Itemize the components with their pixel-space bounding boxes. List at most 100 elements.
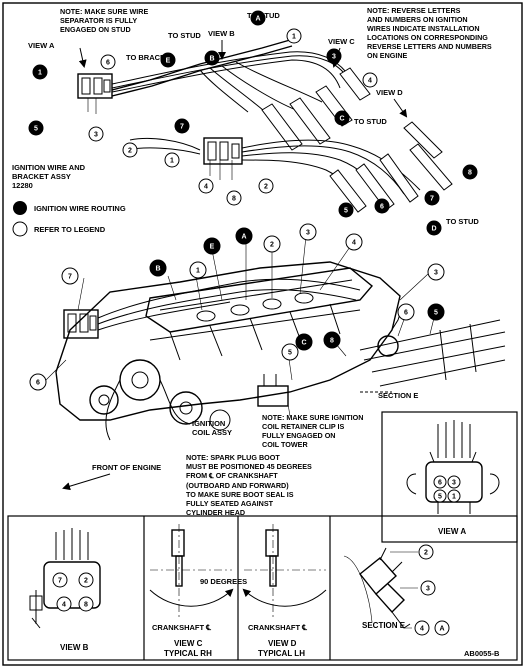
callout-marker xyxy=(338,202,354,218)
svg-text:COIL RETAINER CLIP IS: COIL RETAINER CLIP IS xyxy=(262,422,344,431)
svg-text:NOTE: REVERSE LETTERS: NOTE: REVERSE LETTERS xyxy=(367,6,461,15)
callout-label: 5 xyxy=(34,126,38,133)
view-d-label: VIEW D xyxy=(376,88,403,97)
legend-routing-icon xyxy=(13,201,27,215)
callout-marker xyxy=(427,263,445,281)
callout-label: 1 xyxy=(292,34,296,41)
callout-label: 3 xyxy=(306,230,310,237)
section-e-caption: SECTION E xyxy=(362,621,406,630)
callout-label: 3 xyxy=(332,54,336,61)
callout-label: 4 xyxy=(352,240,356,247)
view-b-label: VIEW B xyxy=(208,29,235,38)
svg-text:BRACKET ASSY: BRACKET ASSY xyxy=(12,172,71,181)
callout-marker xyxy=(226,190,242,206)
callout-label: 6 xyxy=(36,380,40,387)
view-d-caption: TYPICAL LH xyxy=(258,649,305,658)
callout-label: 1 xyxy=(452,494,456,501)
callout-marker xyxy=(88,126,104,142)
callout-marker xyxy=(462,164,478,180)
callout-label: B xyxy=(155,266,160,273)
callout-marker xyxy=(286,28,302,44)
callout-marker xyxy=(295,333,313,351)
coil-assy-label: COIL ASSY xyxy=(192,428,232,437)
callout-label: 4 xyxy=(368,78,372,85)
svg-text:AND NUMBERS ON IGNITION: AND NUMBERS ON IGNITION xyxy=(367,15,468,24)
view-a-label: VIEW A xyxy=(28,41,55,50)
svg-text:12280: 12280 xyxy=(12,181,33,190)
callout-label: 5 xyxy=(438,494,442,501)
svg-text:REVERSE LETTERS AND NUMBERS: REVERSE LETTERS AND NUMBERS xyxy=(367,42,492,51)
engine-drawing: SECTION E IGNITION COIL ASSY xyxy=(45,235,506,441)
section-e-label: SECTION E xyxy=(378,391,418,400)
callout-marker xyxy=(61,267,79,285)
svg-text:IGNITION WIRE AND: IGNITION WIRE AND xyxy=(12,163,86,172)
callout-marker xyxy=(326,48,342,64)
callout-marker xyxy=(426,220,442,236)
callout-label: C xyxy=(301,340,306,347)
callout-marker xyxy=(203,237,221,255)
callout-label: 3 xyxy=(94,132,98,139)
wire-assy-label: IGNITION WIRE AND BRACKET ASSY 12280 xyxy=(12,163,86,190)
callout-marker xyxy=(434,620,450,636)
callout-marker xyxy=(78,572,94,588)
view-c-inset: CRANKSHAFT ℄ VIEW C TYPICAL RH xyxy=(149,524,234,658)
callout-marker xyxy=(374,198,390,214)
callout-label: 2 xyxy=(128,148,132,155)
callout-label: 8 xyxy=(232,196,236,203)
svg-text:ENGAGED ON STUD: ENGAGED ON STUD xyxy=(60,25,131,34)
callout-label: E xyxy=(166,58,171,65)
svg-text:TO MAKE SURE BOOT SEAL IS: TO MAKE SURE BOOT SEAL IS xyxy=(186,490,294,499)
note-spark-plug-boot: NOTE: SPARK PLUG BOOT MUST BE POSITIONED… xyxy=(186,453,312,517)
callout-label: A xyxy=(439,626,444,633)
view-c-label: VIEW C xyxy=(328,37,355,46)
callout-label: 1 xyxy=(170,158,174,165)
view-a-caption: VIEW A xyxy=(438,527,466,536)
callout-label: 1 xyxy=(196,268,200,275)
to-brace-label: TO BRACE xyxy=(126,53,165,62)
to-stud-label: TO STUD xyxy=(168,31,201,40)
callout-marker xyxy=(100,54,116,70)
coil-assy-label: IGNITION xyxy=(192,419,225,428)
callout-marker xyxy=(433,489,447,503)
svg-text:NOTE: MAKE SURE IGNITION: NOTE: MAKE SURE IGNITION xyxy=(262,413,363,422)
callout-marker xyxy=(418,544,434,560)
callout-marker xyxy=(56,596,72,612)
callout-marker xyxy=(122,142,138,158)
callout-label: 4 xyxy=(420,626,424,633)
callout-marker xyxy=(334,110,350,126)
callout-label: 4 xyxy=(204,184,208,191)
crankshaft-label: CRANKSHAFT ℄ xyxy=(248,623,308,632)
legend: IGNITION WIRE ROUTING REFER TO LEGEND xyxy=(12,201,126,237)
svg-text:FROM ℄ OF CRANKSHAFT: FROM ℄ OF CRANKSHAFT xyxy=(186,471,278,480)
callout-label: 2 xyxy=(264,184,268,191)
svg-text:MUST BE POSITIONED 45 DEGREES: MUST BE POSITIONED 45 DEGREES xyxy=(186,462,312,471)
callout-marker xyxy=(78,596,94,612)
view-d-inset: CRANKSHAFT ℄ VIEW D TYPICAL LH xyxy=(242,524,327,658)
to-stud-label: TO STUD xyxy=(354,117,387,126)
callout-marker xyxy=(424,190,440,206)
callout-marker xyxy=(362,72,378,88)
callout-label: D xyxy=(431,226,436,233)
callout-marker xyxy=(32,64,48,80)
svg-text:NOTE: SPARK PLUG BOOT: NOTE: SPARK PLUG BOOT xyxy=(186,453,280,462)
callout-marker xyxy=(160,52,176,68)
note-reverse-letters: NOTE: REVERSE LETTERS AND NUMBERS ON IGN… xyxy=(367,6,492,60)
view-c-caption: TYPICAL RH xyxy=(164,649,212,658)
callout-marker xyxy=(235,227,253,245)
svg-text:WIRES INDICATE INSTALLATION: WIRES INDICATE INSTALLATION xyxy=(367,24,480,33)
callout-label: 8 xyxy=(330,338,334,345)
svg-text:COIL TOWER: COIL TOWER xyxy=(262,440,308,449)
callout-marker xyxy=(189,261,207,279)
svg-text:FULLY ENGAGED ON: FULLY ENGAGED ON xyxy=(262,431,335,440)
callout-marker xyxy=(447,489,461,503)
view-c-caption: VIEW C xyxy=(174,639,203,648)
svg-text:SEPARATOR IS FULLY: SEPARATOR IS FULLY xyxy=(60,16,137,25)
callout-marker xyxy=(263,235,281,253)
callout-label: 8 xyxy=(468,170,472,177)
